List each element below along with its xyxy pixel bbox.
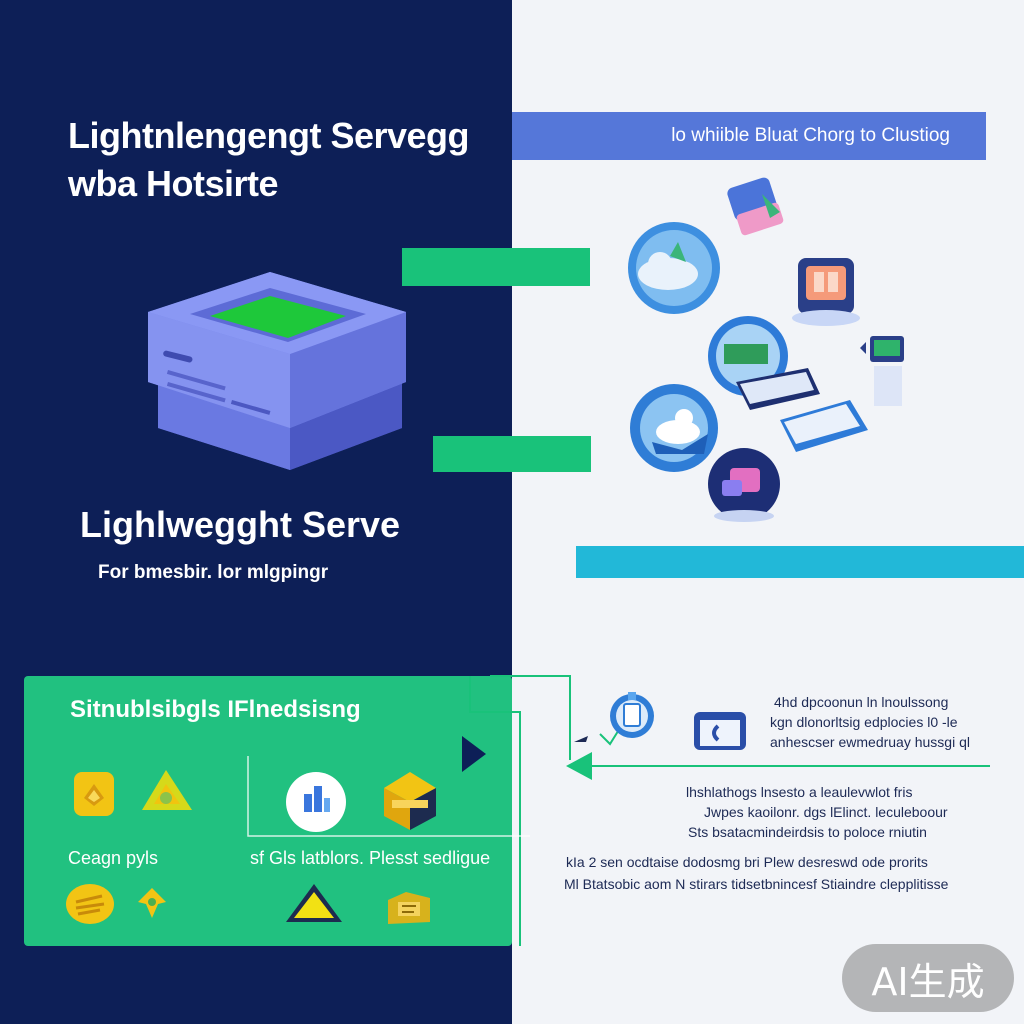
monitor-icon — [860, 336, 904, 406]
hero-title-line-2: wba Hotsirte — [68, 163, 279, 204]
folder-tag-icon — [388, 892, 430, 924]
info-block-2-line-2: Jwpes kaoilonr. dgs lElinct. leculeboour — [704, 804, 948, 820]
watermark-text: AI生成 — [871, 959, 985, 1004]
sprout-icon — [138, 888, 166, 918]
hero-title: Lightnlengengt Servegg wba Hotsirte — [68, 112, 470, 208]
right-icon-group — [606, 682, 766, 752]
device-cluster — [612, 172, 932, 532]
server-name: Lighlwegght Serve — [80, 504, 401, 545]
warning-triangle-icon — [286, 884, 342, 922]
document-icon — [792, 258, 860, 326]
hero-title-line-1: Lightnlengengt Servegg — [68, 115, 470, 156]
coin-icon — [66, 884, 114, 924]
chevron-leaf-icon — [142, 770, 192, 810]
chat-icon — [708, 448, 780, 522]
server-icon — [148, 272, 406, 470]
green-connector-bar-top — [402, 248, 590, 286]
cyan-divider-bar — [576, 546, 1024, 578]
feature-panel-title: Sitnublsibgls IFlnedsisng — [70, 696, 361, 723]
right-light-panel — [512, 0, 1024, 1024]
bird-icon — [630, 384, 718, 472]
keyboard-icon — [780, 400, 868, 452]
laptop-icon — [708, 316, 820, 410]
shield-badge-icon — [74, 772, 114, 816]
card-stack-icon — [727, 177, 784, 236]
info-block-3-line-2: Ml Btatsobic aom N stirars tidsetbninces… — [564, 876, 949, 892]
server-illustration — [140, 232, 420, 488]
layered-box-icon — [384, 772, 436, 830]
server-subtitle: For bmesbir. lor mlgpingr — [98, 562, 329, 583]
clipboard-icon — [610, 692, 654, 738]
chart-orb-icon — [286, 772, 346, 832]
top-banner: lo whiible Bluat Chorg to Clustiog — [512, 112, 986, 160]
info-block-1-line-3: anhescser ewmedruay hussgi ql — [770, 734, 970, 750]
info-block-3-line-1: kIa 2 sen ocdtaise dodosmg bri Plew desr… — [566, 854, 928, 870]
info-block-1-line-1: 4hd dpcoonun ln lnoulssong — [774, 694, 949, 710]
feature-panel: Sitnublsibgls IFlnedsisng Ceagn pyls sf … — [24, 676, 512, 946]
feature-label-left: Ceagn pyls — [68, 848, 159, 868]
top-banner-text: lo whiible Bluat Chorg to Clustiog — [671, 125, 950, 146]
green-connector-bar-middle — [433, 436, 591, 472]
info-block-2-line-3: Sts bsatacmindeirdsis to poloce rniutin — [688, 824, 927, 840]
cloud-icon — [628, 222, 720, 314]
browser-window-icon — [694, 712, 746, 750]
info-block-2-line-1: lhshlathogs lnsesto a leaulevwlot fris — [686, 784, 913, 800]
feature-label-middle: sf Gls latblors. Plesst sedligue — [250, 848, 491, 868]
info-block-1-line-2: kgn dlonorltsig edplocies l0 -le — [770, 714, 958, 730]
ai-generated-watermark: AI生成 — [842, 944, 1014, 1012]
